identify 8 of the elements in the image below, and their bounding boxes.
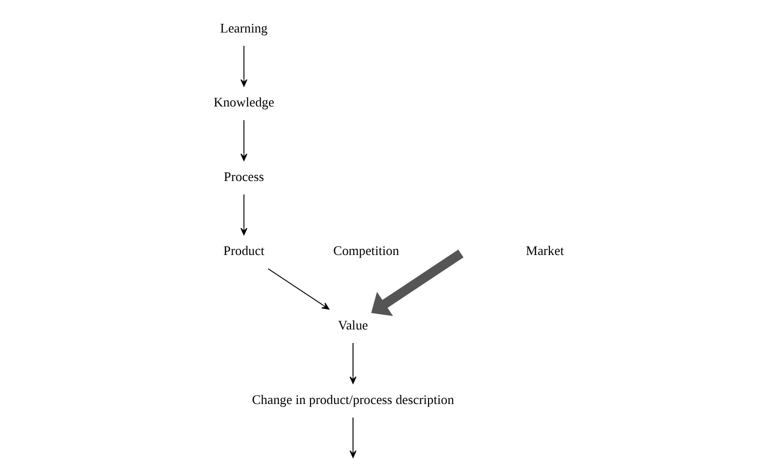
node-text: Process [224, 168, 264, 184]
node-text: Learning [220, 20, 268, 36]
node-text: Knowledge [214, 94, 274, 110]
label: Market [526, 243, 564, 258]
node-text: Value [338, 318, 368, 333]
label: Competition [333, 243, 400, 258]
node-text: Change in product/process description [252, 392, 454, 407]
node-text: Product [223, 243, 264, 258]
